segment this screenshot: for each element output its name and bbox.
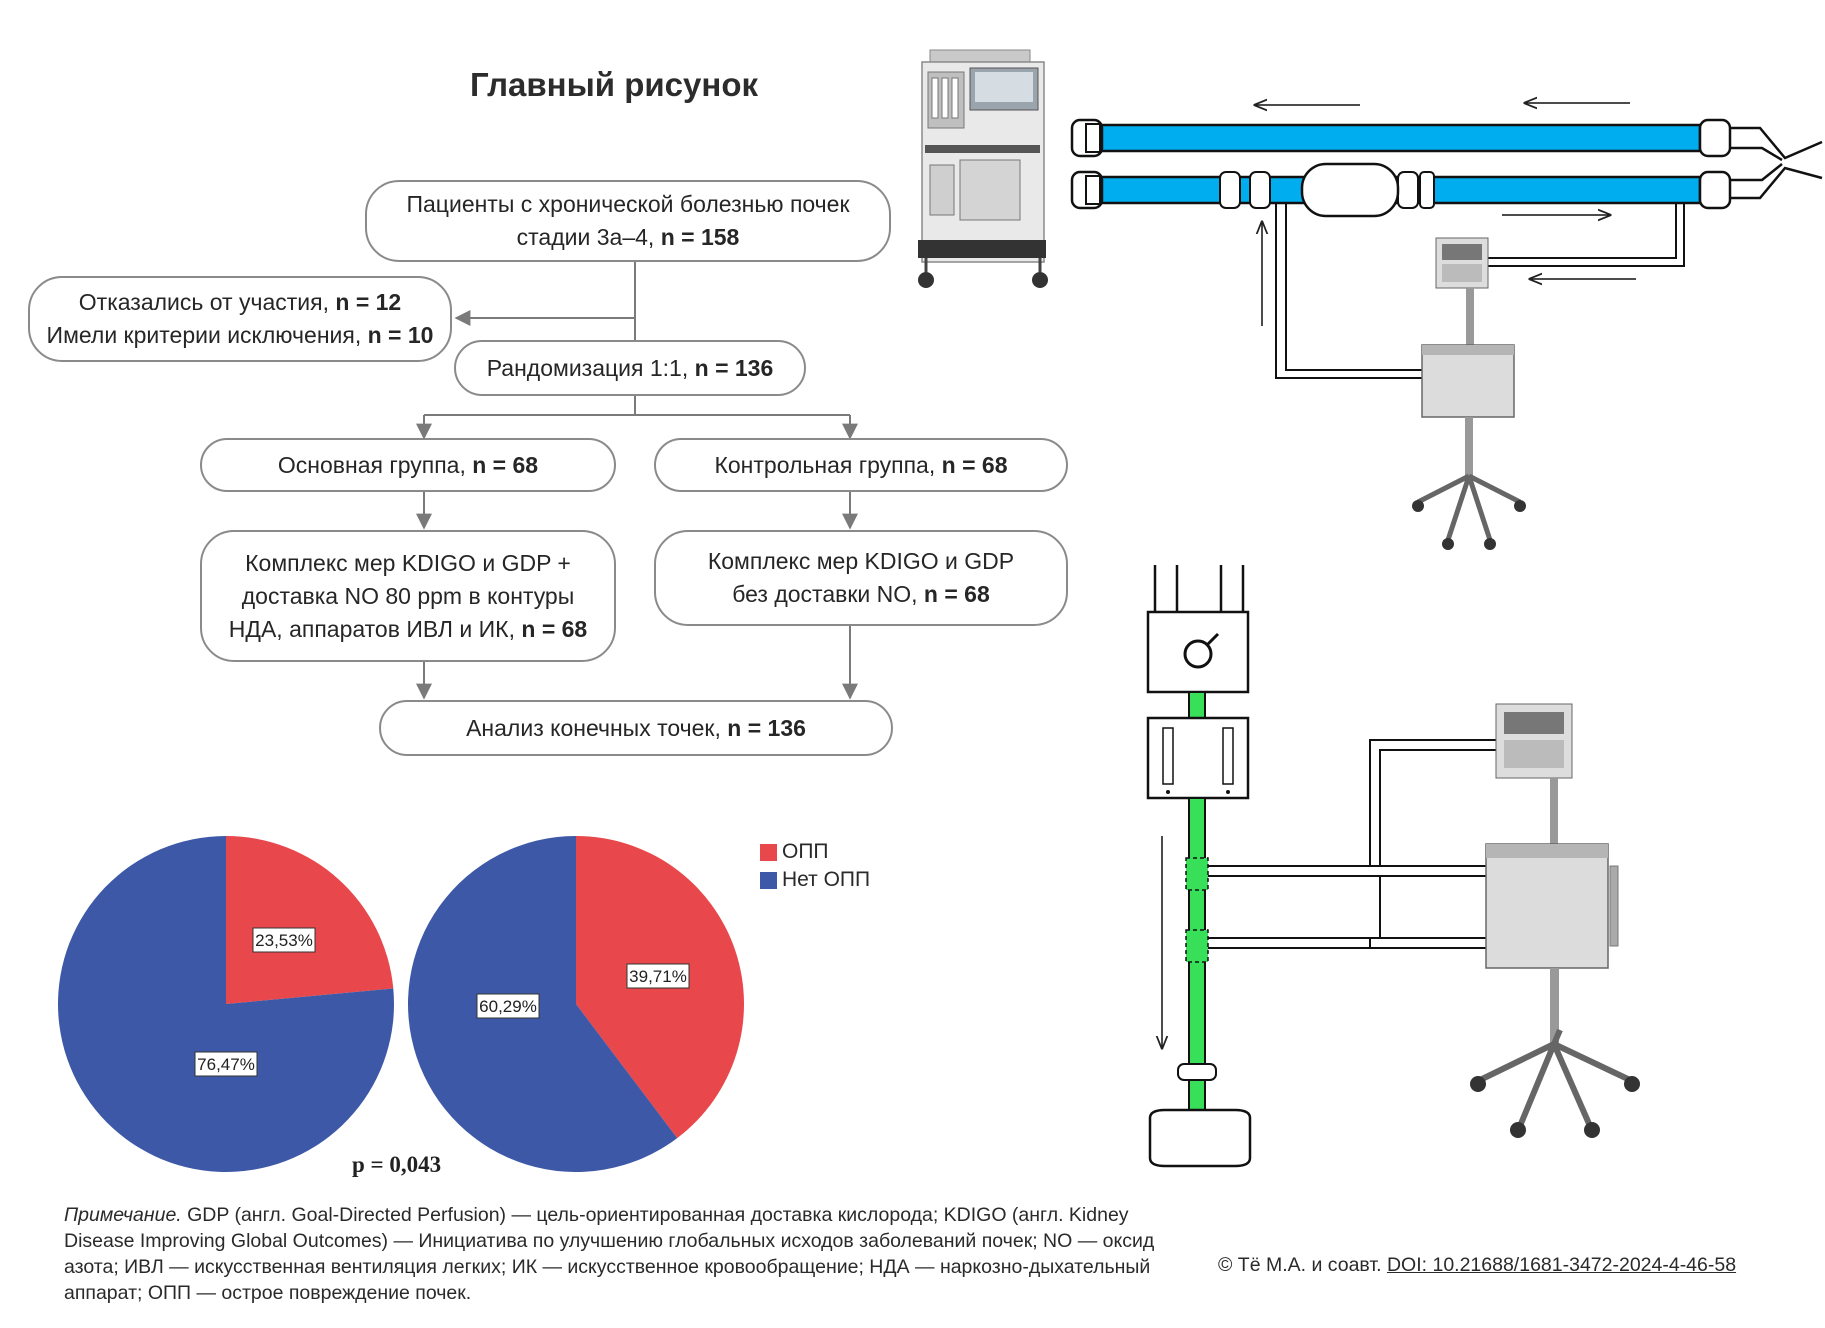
box-analysis: Анализ конечных точек, n = 136 [379,700,893,756]
no-delivery-device-image [1412,237,1526,550]
refused-line2: Имели критерии исключения, [46,322,368,348]
legend-label-no-aki: Нет ОПП [782,868,871,891]
anesthesia-machine-image [918,49,1048,288]
data-label-box [626,963,690,989]
copyright-text: © Тё М.А. и соавт. [1218,1254,1387,1276]
pie-slice-aki [226,836,394,1004]
pie-slice-no-aki [408,836,678,1173]
data-label: 76,47% [197,1055,255,1074]
box-main-group: Основная группа, n = 68 [200,438,616,492]
box-main-intervention: Комплекс мер KDIGO и GDP + доставка NO 8… [200,530,616,662]
control-group-text: Контрольная группа, [714,451,942,478]
refused-n2: n = 10 [367,322,434,348]
data-label-box [252,927,316,953]
pie-chart-control-group: 39,71% 60,29% [408,836,744,1173]
refused-line1: Отказались от участия, [78,289,336,315]
note-lead: Примечание. [64,1204,182,1226]
refused-n1: n = 12 [335,289,402,315]
data-label: 60,29% [479,997,537,1016]
analysis-text: Анализ конечных точек, [466,714,728,741]
analysis-n: n = 136 [727,714,806,741]
doi-link[interactable]: DOI: 10.21688/1681-3472-2024-4-46-58 [1386,1254,1737,1276]
patients-line2: стадии 3а–4, [516,224,661,250]
pie-slice-no-aki [58,836,394,1172]
main-intervention-line2: доставка NO 80 ppm в контуры [241,582,575,609]
box-refused: Отказались от участия, n = 12 Имели крит… [28,276,452,362]
patients-n: n = 158 [660,224,740,250]
copyright: © Тё М.А. и соавт. DOI: 10.21688/1681-34… [1218,1254,1736,1277]
figure-note: Примечание. GDP (англ. Goal-Directed Per… [64,1202,1194,1306]
patients-line1: Пациенты с хронической болезнью почек [406,191,850,217]
main-group-n: n = 68 [472,451,539,478]
legend-swatch-no-aki [760,871,777,889]
legend-label-aki: ОПП [782,840,829,863]
chart-legend: ОПП Нет ОПП [760,838,870,894]
note-text: GDP (англ. Goal-Directed Perfusion) — це… [64,1204,1155,1304]
randomization-text: Рандомизация 1:1, [486,354,695,381]
data-label: 39,71% [629,967,687,986]
figure-title: Главный рисунок [470,66,758,103]
no-delivery-device-image-bypass [1470,703,1640,1138]
main-intervention-line3: НДА, аппаратов ИВЛ и ИК, [228,615,522,642]
randomization-n: n = 136 [694,354,774,381]
main-group-text: Основная группа, [277,451,473,478]
box-patients: Пациенты с хронической болезнью почек ст… [365,180,891,262]
control-group-n: n = 68 [941,451,1008,478]
legend-swatch-aki [760,843,777,861]
bypass-circuit-diagram [1146,565,1496,1168]
breathing-circuit-tubes [1070,103,1823,379]
control-intervention-line1: Комплекс мер KDIGO и GDP [707,548,1015,574]
box-control-intervention: Комплекс мер KDIGO и GDP без доставки NO… [654,530,1068,626]
flow-connectors [416,262,858,700]
main-intervention-line1: Комплекс мер KDIGO и GDP + [245,549,571,576]
control-intervention-n: n = 68 [923,581,990,607]
p-value: p = 0,043 [352,1152,442,1177]
legend-item-no-aki: Нет ОПП [760,866,870,894]
control-intervention-line2: без доставки NO, [732,581,924,607]
main-intervention-n: n = 68 [521,615,588,642]
legend-item-aki: ОПП [760,838,870,866]
data-label: 23,53% [255,931,313,950]
pie-chart-main-group: 23,53% 76,47% [58,836,394,1172]
data-label-box [476,993,540,1019]
data-label-box [194,1051,258,1077]
box-control-group: Контрольная группа, n = 68 [654,438,1068,492]
box-randomization: Рандомизация 1:1, n = 136 [454,340,806,396]
